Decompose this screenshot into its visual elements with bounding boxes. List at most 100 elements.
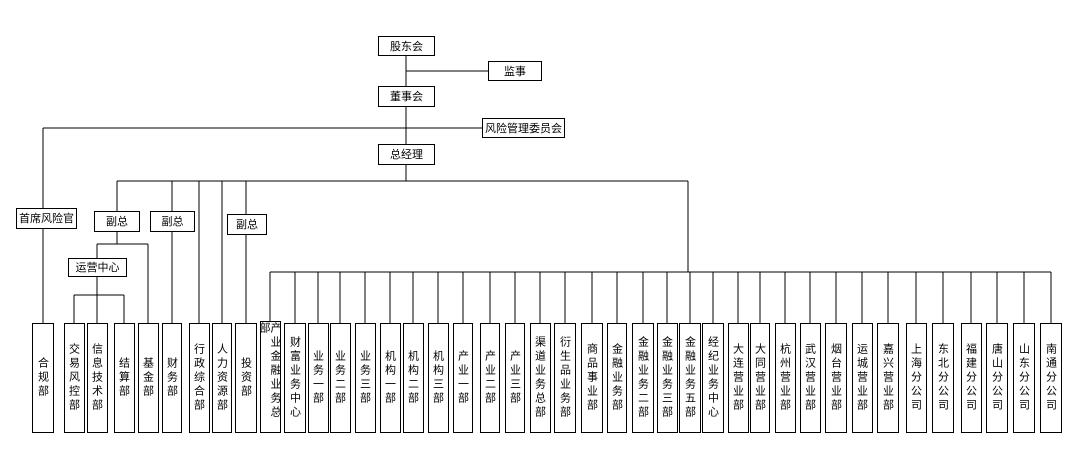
- department-box: 机构三部: [427, 323, 449, 433]
- department-label: 金融业务部: [610, 343, 624, 413]
- department-box: 嘉兴营业部: [877, 323, 899, 433]
- chief-risk-officer-box: 首席风险官: [16, 208, 77, 229]
- department-label: 东北分公司: [936, 343, 950, 413]
- department-box: 信息技术部: [86, 323, 108, 433]
- department-label: 基金部: [141, 357, 155, 399]
- department-box: 行政综合部: [188, 323, 210, 433]
- department-box: 机构一部: [379, 323, 401, 433]
- department-box: 财务部: [162, 323, 182, 433]
- department-box: 业务二部: [329, 323, 351, 433]
- department-label: 福建分公司: [964, 343, 978, 413]
- department-box: 产业二部: [480, 323, 500, 433]
- department-label: 嘉兴营业部: [881, 343, 895, 413]
- department-label: 业务二部: [333, 350, 347, 406]
- department-box: 大连营业部: [727, 323, 749, 433]
- department-box: 南通分公司: [1040, 323, 1062, 433]
- department-box: 业务一部: [307, 323, 329, 433]
- vice-president-3-label: 副总: [236, 218, 258, 231]
- department-box: 财富业务中心: [284, 323, 306, 433]
- department-box: 金融业务三部: [656, 323, 678, 433]
- department-label: 产业金融业务总部: [258, 322, 282, 420]
- department-box: 渠道业务总部: [529, 323, 551, 433]
- department-label: 衍生品业务部: [558, 336, 572, 420]
- department-label: 大同营业部: [753, 343, 767, 413]
- department-box: 结算部: [113, 323, 135, 433]
- department-label: 上海分公司: [909, 343, 923, 413]
- department-label: 大连营业部: [731, 343, 745, 413]
- department-label: 结算部: [117, 357, 131, 399]
- department-label: 机构一部: [383, 350, 397, 406]
- vice-president-2-label: 副总: [161, 215, 184, 228]
- department-label: 产业二部: [483, 350, 497, 406]
- department-box: 人力资源部: [212, 323, 232, 433]
- department-box: 烟台营业部: [825, 323, 847, 433]
- department-label: 商品事业部: [585, 343, 599, 413]
- vice-president-2-box: 副总: [150, 211, 195, 232]
- board-label: 董事会: [390, 90, 423, 103]
- department-label: 杭州营业部: [778, 343, 792, 413]
- department-box: 山东分公司: [1013, 323, 1035, 433]
- department-box: 交易风控部: [63, 323, 85, 433]
- department-box: 大同营业部: [750, 323, 770, 433]
- department-box: 经纪业务中心: [702, 323, 724, 433]
- department-box: 金融业务部: [607, 323, 627, 433]
- department-box: 合规部: [32, 323, 54, 433]
- department-label: 交易风控部: [67, 343, 81, 413]
- department-box: 衍生品业务部: [554, 323, 576, 433]
- operations-center-box: 运营中心: [68, 258, 127, 277]
- department-label: 金融业务五部: [683, 336, 697, 420]
- department-box: 武汉营业部: [799, 323, 821, 433]
- department-label: 业务三部: [358, 350, 372, 406]
- department-label: 金融业务三部: [660, 336, 674, 420]
- department-box: 机构二部: [402, 323, 424, 433]
- department-label: 投资部: [239, 357, 253, 399]
- general-manager-box: 总经理: [378, 144, 435, 165]
- department-label: 运城营业部: [855, 343, 869, 413]
- department-label: 财富业务中心: [288, 336, 302, 420]
- risk-committee-box: 风险管理委员会: [482, 118, 565, 138]
- department-box: 金融业务五部: [679, 323, 701, 433]
- risk-committee-label: 风险管理委员会: [485, 121, 562, 135]
- department-box: 东北分公司: [932, 323, 954, 433]
- department-label: 产业三部: [508, 350, 522, 406]
- department-box: 产业金融业务总部: [258, 321, 282, 433]
- department-label: 金融业务二部: [636, 336, 650, 420]
- department-box: 产业一部: [453, 323, 473, 433]
- department-box: 运城营业部: [851, 323, 873, 433]
- department-box: 投资部: [235, 323, 257, 433]
- department-label: 山东分公司: [1017, 343, 1031, 413]
- department-box: 商品事业部: [581, 323, 603, 433]
- department-label: 财务部: [165, 357, 179, 399]
- department-box: 上海分公司: [905, 323, 927, 433]
- department-label: 烟台营业部: [829, 343, 843, 413]
- department-label: 经纪业务中心: [706, 336, 720, 420]
- department-label: 人力资源部: [215, 343, 229, 413]
- chief-risk-officer-label: 首席风险官: [19, 212, 74, 225]
- board-box: 董事会: [378, 86, 435, 107]
- department-label: 信息技术部: [90, 343, 104, 413]
- department-label: 合规部: [36, 357, 50, 399]
- vice-president-1-label: 副总: [106, 215, 128, 228]
- department-box: 福建分公司: [960, 323, 982, 433]
- operations-center-label: 运营中心: [75, 261, 120, 274]
- department-box: 唐山分公司: [986, 323, 1008, 433]
- department-label: 武汉营业部: [803, 343, 817, 413]
- department-label: 产业一部: [456, 350, 470, 406]
- department-box: 杭州营业部: [774, 323, 796, 433]
- general-manager-label: 总经理: [390, 148, 423, 161]
- shareholders-meeting-label: 股东会: [390, 39, 423, 53]
- supervisor-box: 监事: [488, 61, 542, 81]
- department-label: 唐山分公司: [990, 343, 1004, 413]
- department-label: 行政综合部: [192, 343, 206, 413]
- department-label: 业务一部: [311, 350, 325, 406]
- department-box: 业务三部: [354, 323, 376, 433]
- vice-president-1-box: 副总: [94, 211, 140, 232]
- supervisor-label: 监事: [504, 64, 526, 78]
- shareholders-meeting-box: 股东会: [378, 36, 435, 56]
- department-box: 基金部: [137, 323, 159, 433]
- department-label: 机构二部: [406, 350, 420, 406]
- department-box: 金融业务二部: [632, 323, 654, 433]
- department-label: 渠道业务总部: [533, 336, 547, 420]
- department-box: 产业三部: [505, 323, 525, 433]
